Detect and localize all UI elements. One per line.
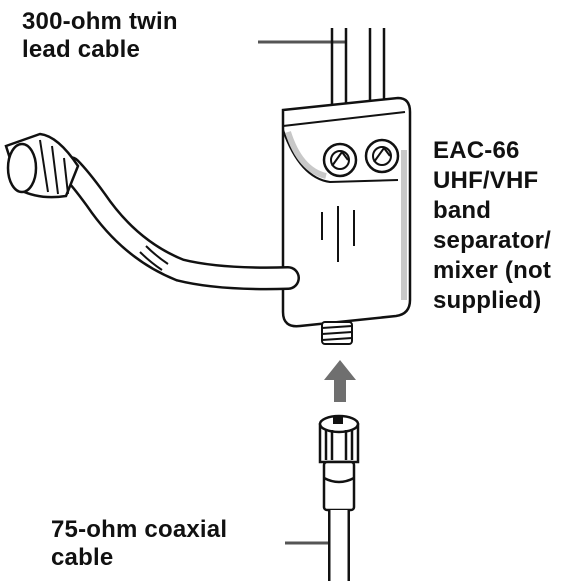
antenna-plug: [4, 132, 80, 199]
separator-label-line-6: supplied): [433, 287, 542, 314]
coaxial-plug: [318, 414, 360, 512]
separator-label-line-1: EAC-66: [433, 137, 520, 164]
insert-arrow-icon: [324, 360, 356, 402]
separator-label: EAC-66 UHF/VHF band separator/ mixer (no…: [433, 136, 551, 316]
coax-label-line-1: 75-ohm coaxial: [51, 516, 228, 543]
separator-label-line-2: UHF/VHF: [433, 167, 539, 194]
threaded-connector: [321, 321, 353, 345]
screw-terminal-right: [364, 138, 400, 174]
separator-label-line-5: mixer (not: [433, 257, 552, 284]
twin-lead-label-line-2: lead cable: [22, 36, 141, 63]
antenna-cable: [58, 156, 300, 291]
separator-label-line-4: separator/: [433, 227, 552, 254]
separator-label-line-3: band: [433, 197, 492, 224]
coax-label-line-2: cable: [51, 544, 114, 571]
separator-body: [281, 96, 412, 328]
twin-lead-label: 300-ohm twin lead cable: [22, 8, 178, 64]
screw-terminal-left: [322, 142, 358, 178]
twin-lead-label-line-1: 300-ohm twin: [22, 8, 178, 35]
coax-label: 75-ohm coaxial cable: [51, 516, 227, 572]
